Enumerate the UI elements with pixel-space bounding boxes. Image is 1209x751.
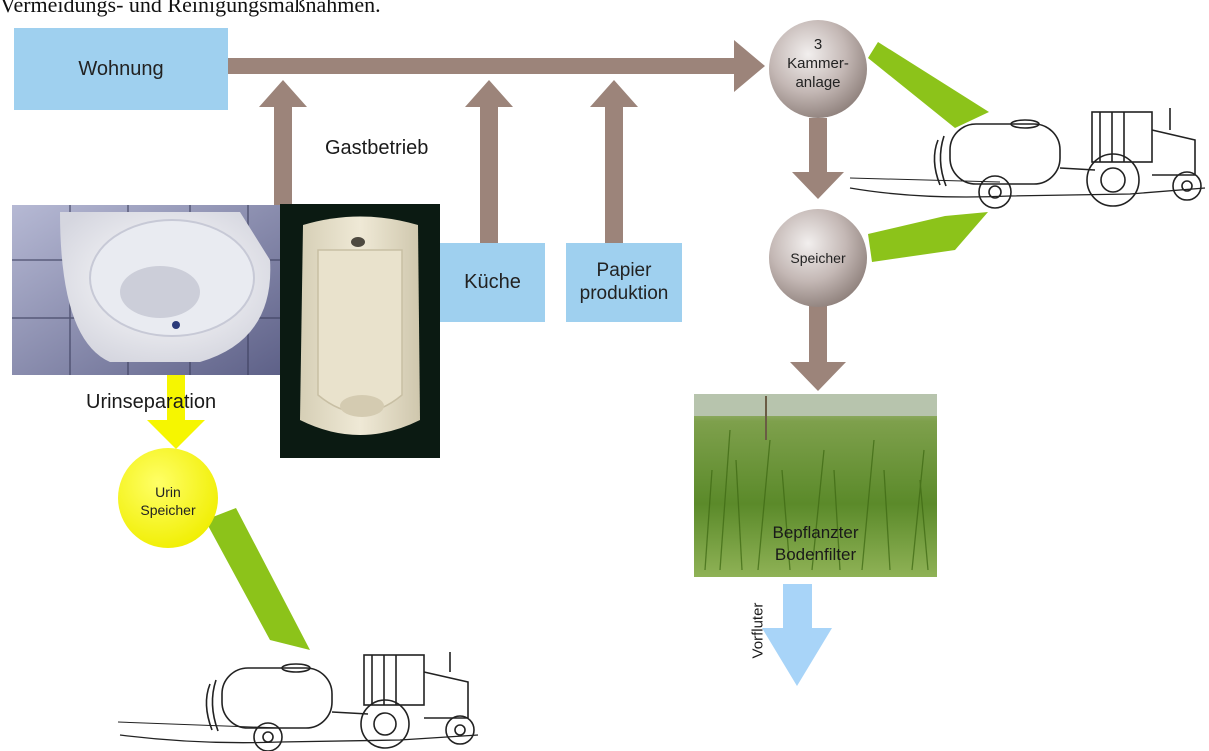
- urin-line-1: Urin: [118, 484, 218, 502]
- tractor-icon: [850, 108, 1205, 208]
- vorfluter-label: Vorfluter: [749, 603, 766, 659]
- speicher-label: Speicher: [769, 250, 867, 268]
- kueche-box: Küche: [440, 243, 545, 322]
- kueche-label: Küche: [464, 271, 521, 294]
- papier-label-2: produktion: [580, 283, 669, 306]
- tractor-icon-bottom: [118, 652, 478, 751]
- arrow-up-kueche: [465, 80, 513, 243]
- kammeranlage-label: 3 Kammer- anlage: [769, 36, 867, 92]
- arrow-kammer-tractor: [868, 42, 989, 128]
- kammer-line-3: anlage: [769, 74, 867, 93]
- wohnung-box: Wohnung: [14, 28, 228, 110]
- main-pipe: [228, 40, 765, 92]
- kammer-line-2: Kammer-: [769, 55, 867, 74]
- arrow-urin-tractor: [205, 508, 310, 650]
- wohnung-label: Wohnung: [78, 58, 163, 81]
- bodenfilter-line-2: Bodenfilter: [694, 544, 937, 566]
- toilet-photo: [12, 205, 280, 375]
- bodenfilter-label: Bepflanzter Bodenfilter: [694, 522, 937, 566]
- urinal-photo: [280, 204, 440, 458]
- partial-caption: Vermeidungs- und Reinigungsmaßnahmen.: [0, 0, 381, 18]
- arrow-speicher-tractor: [868, 212, 988, 262]
- gastbetrieb-label: Gastbetrieb: [325, 137, 428, 160]
- papier-label-1: Papier: [597, 260, 652, 283]
- papier-box: Papier produktion: [566, 243, 682, 322]
- urin-speicher-label: Urin Speicher: [118, 484, 218, 519]
- arrow-up-papier: [590, 80, 638, 243]
- urinseparation-label: Urinseparation: [86, 391, 216, 414]
- arrow-kammer-speicher: [792, 118, 844, 199]
- urin-line-2: Speicher: [118, 502, 218, 520]
- kammer-line-1: 3: [769, 36, 867, 55]
- arrow-up-urinseparation: [259, 80, 307, 210]
- arrow-speicher-filter: [790, 300, 846, 391]
- bodenfilter-line-1: Bepflanzter: [694, 522, 937, 544]
- arrow-vorfluter: [762, 584, 832, 686]
